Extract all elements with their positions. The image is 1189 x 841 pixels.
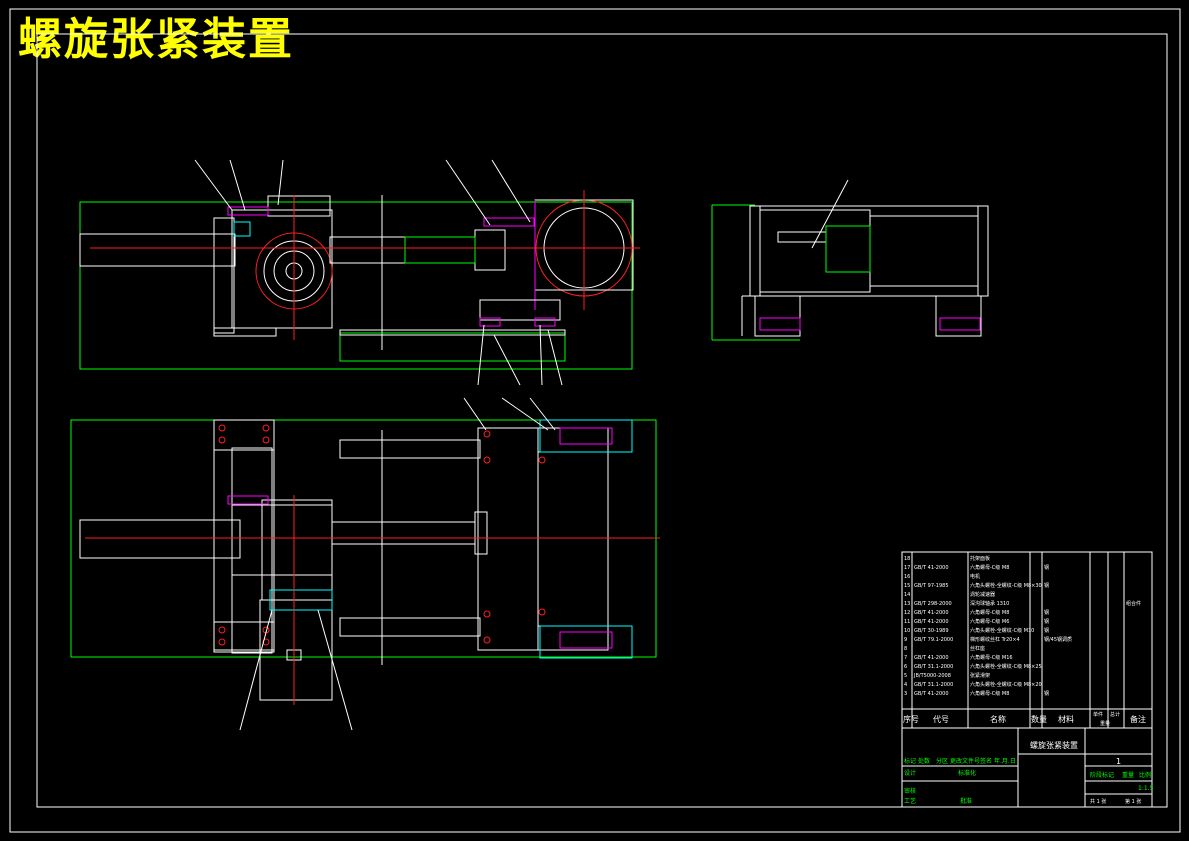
bom-code: GB/T 298-2000 xyxy=(914,601,952,607)
bom-name: 六角头螺栓-全螺纹-C级 M8×20 xyxy=(970,681,1042,688)
bom-remark: 组合件 xyxy=(1126,600,1141,607)
label-mark: 标记 xyxy=(904,757,916,765)
bom-code: GB/T 41-2000 xyxy=(914,619,949,625)
sheets-total: 共 1 张 xyxy=(1090,798,1106,805)
bom-rows: 18 托架面板 17 GB/T 41-2000 六角螺母-C级 M8 钢 16 … xyxy=(904,555,1141,697)
bom-no: 11 xyxy=(904,619,910,625)
bom-no: 15 xyxy=(904,583,910,589)
bom-name: 丝杠座 xyxy=(970,645,985,652)
title-block-bottom: 螺旋张紧装置 1 标记 处数 分区 更改文件号 签名 年.月.日 设计 标准化 … xyxy=(904,740,1154,805)
bom-no: 16 xyxy=(904,574,910,580)
bom-code: GB/T 31.1-2000 xyxy=(914,682,953,688)
bom-code: GB/T 41-2000 xyxy=(914,655,949,661)
bom-material: 钢 xyxy=(1044,618,1049,625)
header-total-weight: 总计 xyxy=(1110,711,1120,718)
header-unit-weight: 单件 xyxy=(1093,711,1103,718)
bom-name: 六角头螺栓-全螺纹-C级 M10 xyxy=(970,627,1034,634)
bom-material: 钢 xyxy=(1044,609,1049,616)
bom-no: 10 xyxy=(904,628,910,634)
bom-material: 钢 xyxy=(1044,564,1049,571)
label-sign: 签名 xyxy=(980,757,992,765)
bom-code: GB/T 30-1989 xyxy=(914,628,949,634)
bom-name: 六角头螺栓-全螺纹-C级 M8×30 xyxy=(970,582,1042,589)
label-change-no: 更改文件号 xyxy=(950,757,980,765)
bom-name: 深沟球轴承 1310 xyxy=(970,600,1009,607)
bom-no: 14 xyxy=(904,592,910,598)
header-index: 序号 xyxy=(903,714,919,724)
bom-code: GB/T 79.1-2000 xyxy=(914,637,953,643)
label-approve: 批准 xyxy=(960,797,972,805)
bom-name: 六角螺母-C级 M8 xyxy=(970,609,1009,616)
bom-code: GB/T 97-1985 xyxy=(914,583,949,589)
bom-name: 电机 xyxy=(970,573,980,580)
header-code: 代号 xyxy=(933,714,949,724)
bom-name: 梯形螺纹丝杠 Tr20×4 xyxy=(970,636,1020,643)
sheet-no-cell: 1 xyxy=(1116,757,1121,766)
bom-material: 钢 xyxy=(1044,627,1049,634)
label-zone: 分区 xyxy=(936,757,948,765)
header-name: 名称 xyxy=(990,714,1006,724)
bom-name: 六角螺母-C级 M16 xyxy=(970,654,1013,661)
bom-no: 13 xyxy=(904,601,910,607)
bom-code: GB/T 31.1-2000 xyxy=(914,664,953,670)
bom-name: 托架面板 xyxy=(970,555,990,562)
scale-value: 1:1.5 xyxy=(1138,785,1154,792)
bom-name: 六角头螺栓-全螺纹-C级 M8×25 xyxy=(970,663,1042,670)
drawing-title: 螺旋张紧装置 xyxy=(18,14,294,65)
title-block xyxy=(901,551,1153,808)
side-view xyxy=(711,179,989,341)
bom-code: JB/T5000-2008 xyxy=(913,673,951,679)
top-view xyxy=(70,397,660,731)
drawing-name-cell: 螺旋张紧装置 xyxy=(1030,740,1078,750)
bom-material: 钢/45钢调质 xyxy=(1044,636,1072,643)
bom-code: GB/T 41-2000 xyxy=(914,610,949,616)
header-qty: 数量 xyxy=(1031,714,1047,724)
header-remarks: 备注 xyxy=(1130,714,1146,724)
bom-name: 六角螺母-C级 M6 xyxy=(970,618,1009,625)
bom-header: 序号 代号 名称 数量 材料 单件 总计 重量 备注 xyxy=(903,711,1146,727)
sheet-of: 第 1 张 xyxy=(1125,798,1141,805)
header-material: 材料 xyxy=(1058,714,1074,724)
bom-no: 3 xyxy=(904,691,907,697)
bom-no: 4 xyxy=(904,682,907,688)
bom-no: 12 xyxy=(904,610,910,616)
bom-no: 8 xyxy=(904,646,907,652)
bom-no: 18 xyxy=(904,556,910,562)
label-count: 处数 xyxy=(918,757,930,765)
bom-name: 六角螺母-C级 M8 xyxy=(970,690,1009,697)
bom-material: 钢 xyxy=(1044,690,1049,697)
bom-name: 涡轮减速器 xyxy=(970,591,995,598)
label-scale: 比例 xyxy=(1139,771,1151,779)
front-view xyxy=(79,159,640,386)
label-weight: 重量 xyxy=(1122,771,1134,779)
bom-name: 六角螺母-C级 M8 xyxy=(970,564,1009,571)
outer-frame xyxy=(9,8,1181,833)
bom-no: 6 xyxy=(904,664,907,670)
bom-no: 17 xyxy=(904,565,910,571)
bom-material: 钢 xyxy=(1044,582,1049,589)
bom-no: 5 xyxy=(904,673,907,679)
label-stage: 阶段标记 xyxy=(1090,771,1114,779)
label-check: 审核 xyxy=(904,787,916,795)
bom-no: 7 xyxy=(904,655,907,661)
label-date: 年.月.日 xyxy=(994,757,1016,765)
bom-name: 张紧滑架 xyxy=(970,672,990,679)
label-standard: 标准化 xyxy=(958,769,976,777)
bom-code: GB/T 41-2000 xyxy=(914,565,949,571)
header-weight: 重量 xyxy=(1100,720,1110,727)
bom-no: 9 xyxy=(904,637,907,643)
bom-code: GB/T 41-2000 xyxy=(914,691,949,697)
inner-frame xyxy=(36,33,1168,808)
label-process: 工艺 xyxy=(904,797,916,805)
label-designer: 设计 xyxy=(904,769,916,777)
